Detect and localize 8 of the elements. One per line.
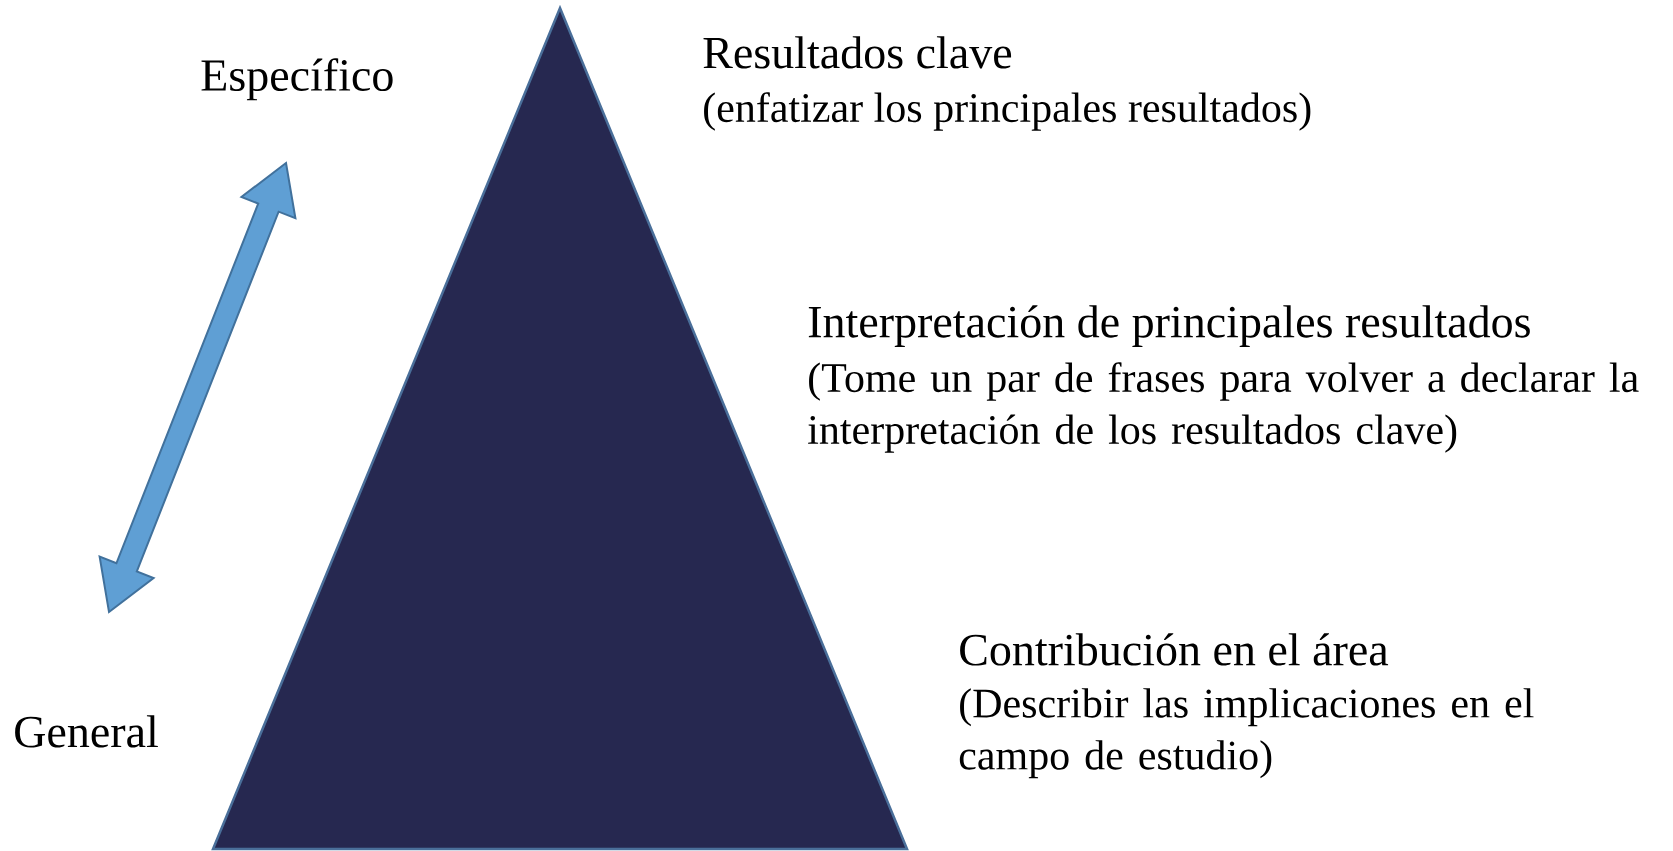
axis-end-label: Específico <box>201 58 393 101</box>
section-description: (Describir las implicaciones en el campo de estudio) <box>959 688 1534 779</box>
section-heading: Interpretación de principales resultados <box>808 305 1530 347</box>
section-description: (enfatizar los principales resultados) <box>704 92 1311 131</box>
section-heading: Resultados clave <box>703 36 1012 69</box>
section-heading: Contribución en el área <box>960 633 1389 666</box>
axis-end-label: General <box>15 715 158 748</box>
section-description: (Tome un par de frases para volver a declarar la interpretación de los resultados clave) <box>808 362 1639 453</box>
